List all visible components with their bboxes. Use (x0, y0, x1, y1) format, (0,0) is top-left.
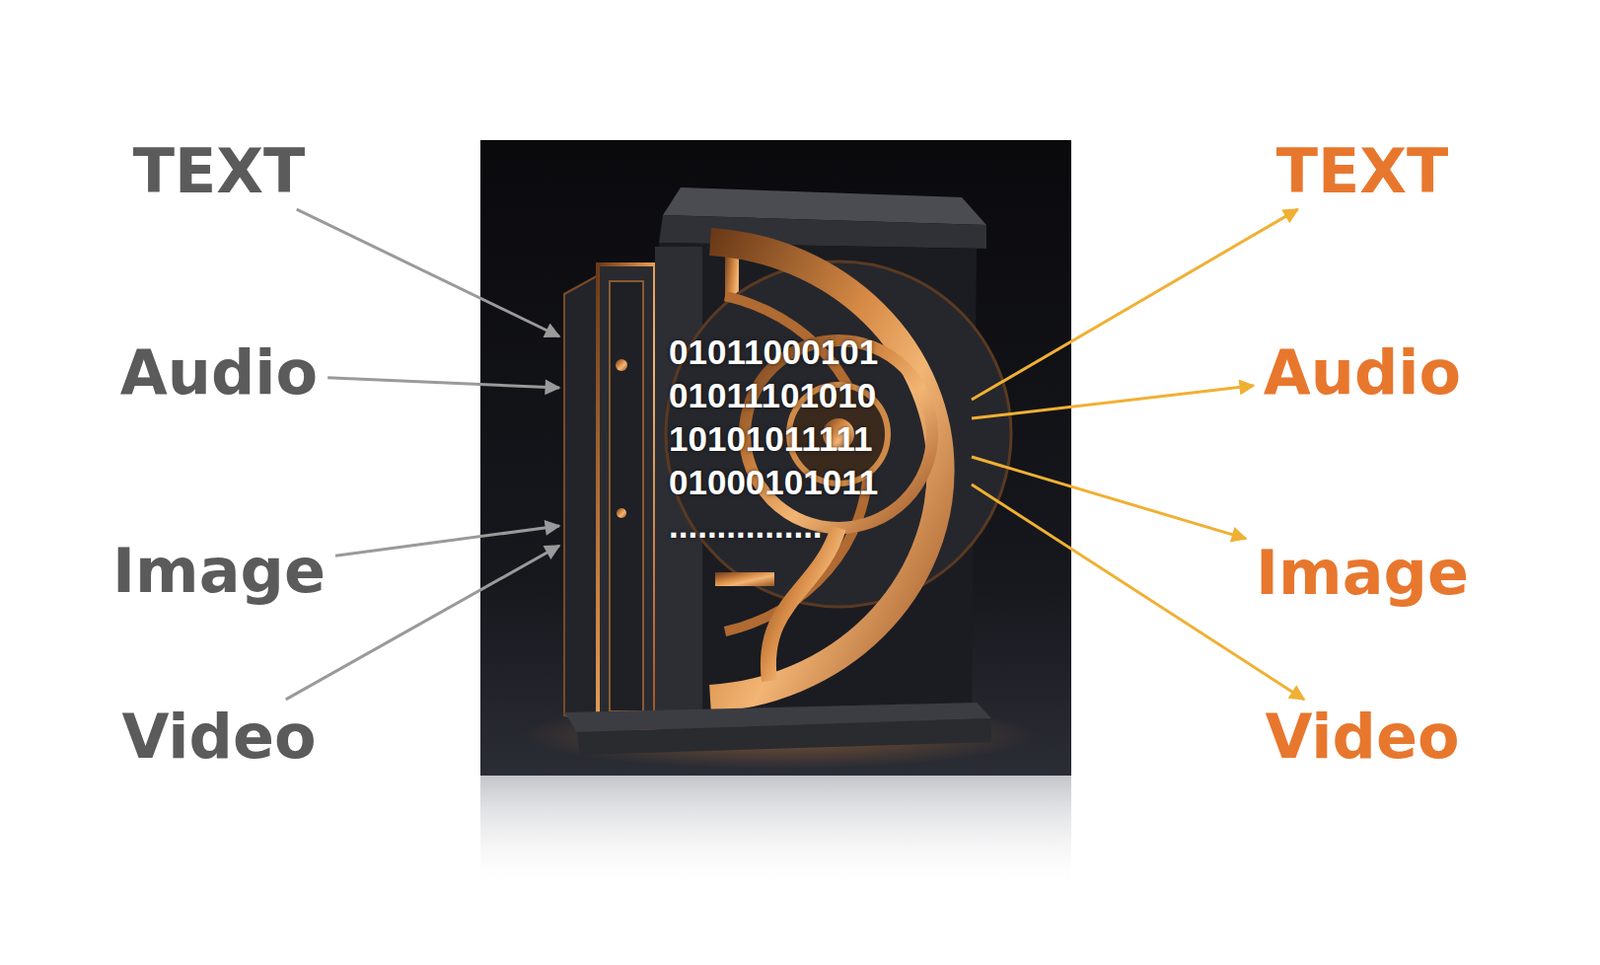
modality-label: TEXT (1266, 134, 1459, 210)
modality-label: Audio (1253, 335, 1471, 411)
copper-handle (715, 572, 775, 586)
base-slab-front (577, 718, 992, 755)
modality-name: Audio (1263, 339, 1461, 407)
image-background (480, 140, 1072, 776)
modality-name: TEXT (1276, 138, 1450, 206)
modality-label: Video (1254, 699, 1469, 775)
modality-name: Video (121, 703, 316, 771)
modality-name: Image (112, 537, 326, 605)
arrow-connector (971, 456, 1246, 539)
modality-label: Image (1245, 535, 1479, 611)
door-panel (609, 281, 644, 712)
image-reflection (480, 775, 1072, 894)
vault-box: 01011000101 01011101010 10101011111 0100… (559, 187, 972, 721)
arrow-connector (971, 484, 1305, 700)
modality-label: Audio (110, 335, 328, 411)
binary-text: 01011000101 01011101010 10101011111 0100… (668, 330, 878, 548)
arrow-connector (327, 377, 560, 388)
modality-name: Audio (120, 339, 318, 407)
arrow-connector (971, 385, 1254, 419)
floor-glow (522, 701, 1036, 769)
arrow-connector (296, 209, 560, 337)
modality-name: Video (1264, 703, 1459, 771)
modality-label: TEXT (123, 134, 316, 210)
door-knob (615, 359, 628, 371)
arrow-connector (335, 525, 560, 556)
modality-name: Image (1255, 539, 1469, 607)
copper-spoke (768, 527, 839, 681)
door-knob (616, 508, 627, 518)
arrow-connector (971, 209, 1299, 400)
arrow-connector (286, 545, 560, 700)
connector-group (286, 209, 1305, 700)
top-slab-front (658, 215, 987, 249)
modality-name: TEXT (133, 138, 306, 206)
modality-label: Video (111, 699, 326, 775)
door-frame (597, 264, 655, 728)
modality-label: Image (102, 533, 336, 609)
